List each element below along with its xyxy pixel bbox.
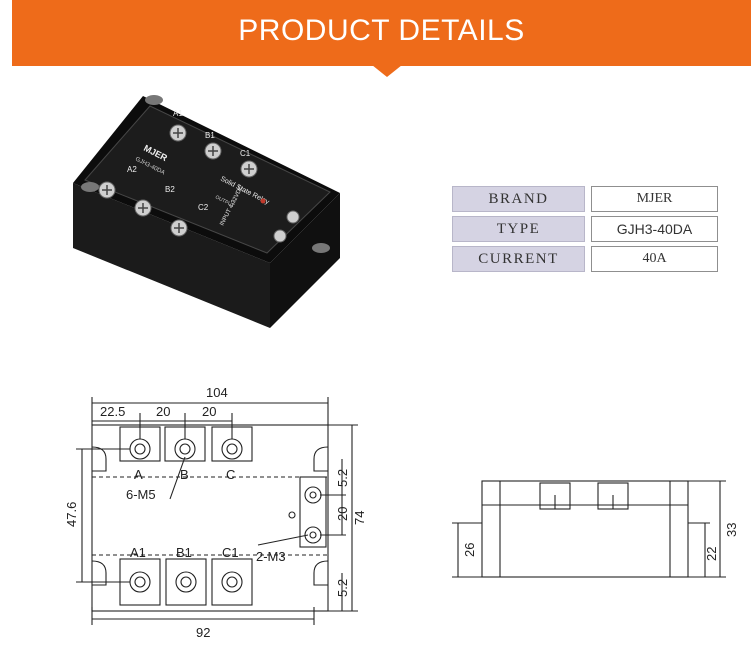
terminal-label-c1: C1 <box>240 149 251 158</box>
banner-title: PRODUCT DETAILS <box>238 14 525 47</box>
terminal-a: A <box>134 467 143 482</box>
terminal-b1: B1 <box>176 545 192 560</box>
screw-label-m5: 6-M5 <box>126 487 156 502</box>
dim-pitch-first: 22.5 <box>100 404 125 419</box>
product-photo: A1 B1 C1 A2 B2 C2 MJER GJH3-40DA Solid S… <box>73 95 340 328</box>
spec-value: MJER <box>591 186 718 212</box>
terminal-label-a1: A1 <box>173 109 183 118</box>
spec-label: CURRENT <box>452 246 585 272</box>
screw-label-m3: 2-M3 <box>256 549 286 564</box>
spec-value: GJH3-40DA <box>591 216 718 242</box>
terminal-label-c2: C2 <box>198 203 209 212</box>
terminal-b: B <box>180 467 189 482</box>
header-banner: PRODUCT DETAILS <box>12 0 751 66</box>
dim-pitch-third: 20 <box>202 404 216 419</box>
terminal-label-b1: B1 <box>205 131 215 140</box>
dim-right-total: 74 <box>352 511 367 525</box>
dimension-drawing: 104 22.5 20 20 47.6 A B C 6-M5 A1 B1 C1 … <box>64 385 739 640</box>
dim-right-top-gap: 5.2 <box>335 469 350 487</box>
terminal-c1: C1 <box>222 545 239 560</box>
dim-right-mid: 20 <box>335 507 350 521</box>
spec-label: TYPE <box>452 216 585 242</box>
dim-overall-width: 104 <box>206 385 228 400</box>
dim-side-total-height: 33 <box>724 523 739 537</box>
terminal-a1: A1 <box>130 545 146 560</box>
dim-side-left-height: 26 <box>462 543 477 557</box>
dim-bottom-width: 92 <box>196 625 210 640</box>
dim-pitch-second: 20 <box>156 404 170 419</box>
dim-right-bottom-gap: 5.2 <box>335 579 350 597</box>
dim-left-height: 47.6 <box>64 502 79 527</box>
spec-label: BRAND <box>452 186 585 212</box>
terminal-label-b2: B2 <box>165 185 175 194</box>
banner-notch <box>372 65 402 77</box>
terminal-c: C <box>226 467 235 482</box>
terminal-label-a2: A2 <box>127 165 137 174</box>
status-led-icon <box>260 198 266 204</box>
dim-side-inner-height: 22 <box>704 547 719 561</box>
spec-value: 40A <box>591 246 718 272</box>
